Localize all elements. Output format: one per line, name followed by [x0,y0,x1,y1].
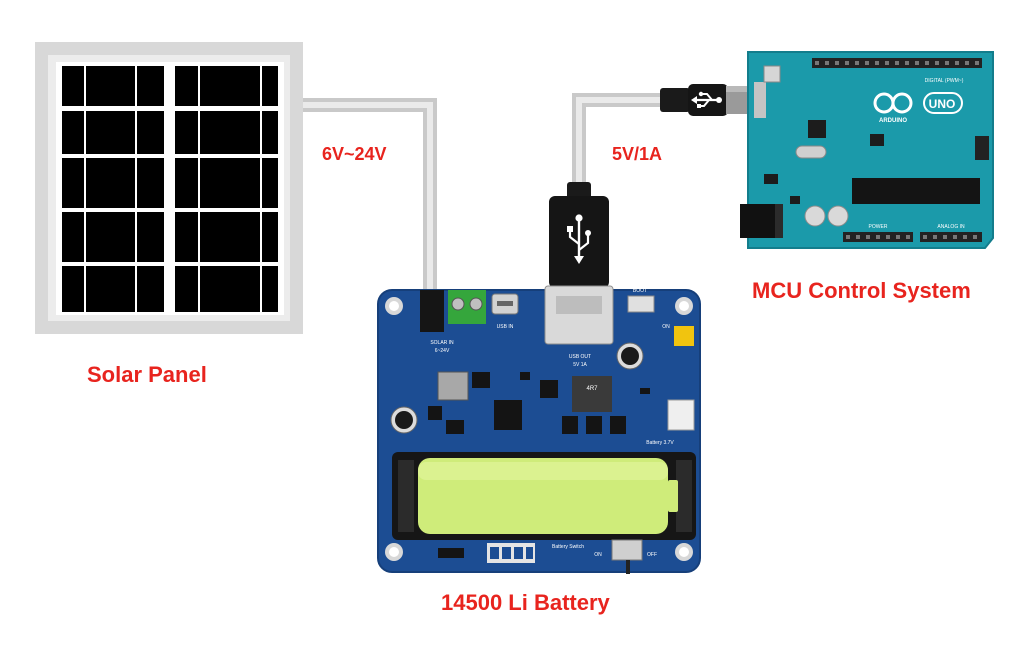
solar-cell [200,266,260,312]
solar-cell [86,66,135,106]
usb-cable [572,93,660,190]
header-pin [945,61,949,65]
header-pin [866,235,870,239]
solar-cell [175,111,198,154]
solar-cell [262,66,278,106]
silk-solar-range: 6~24V [435,348,450,354]
silk-usb-out-rating: 5V 1A [573,362,587,368]
arduino-digital-text: DIGITAL (PWM~) [925,78,964,84]
solar-cell [175,66,198,106]
header-pin [915,61,919,65]
silk-battery-switch: Battery Switch [552,544,584,550]
header-pin [825,61,829,65]
silk-switch-on: ON [594,552,602,558]
solar-cell [62,66,84,106]
solar-cell [262,266,278,312]
header-pin [876,235,880,239]
header-pin [815,61,819,65]
silk-usb-in: USB IN [497,324,514,330]
solar-cell [137,212,164,262]
solar-cell [175,212,198,262]
header-pin [925,61,929,65]
solar-panel [35,42,303,334]
mounting-hole-center [679,301,689,311]
header-pin [905,61,909,65]
arduino-brand-text: ARDUINO [879,118,907,124]
solar-cell [262,158,278,208]
mcu-label: MCU Control System [752,278,971,303]
silk-boot: BOOT [633,288,647,294]
arduino-analog-text: ANALOG IN [937,224,965,230]
solar-cell [62,266,84,312]
silk-on: ON [662,324,670,330]
solar-cell [200,66,260,106]
header-pin [973,235,977,239]
solar-cell [175,158,198,208]
silk-battery: Battery 3.7V [646,440,674,446]
silk-usb-out: USB OUT [569,354,591,360]
header-pin [846,235,850,239]
solar-cell [62,158,84,208]
header-pin [963,235,967,239]
arduino-logo [873,92,963,114]
solar-cell [62,212,84,262]
arduino-power-text: POWER [869,224,888,230]
header-pin [845,61,849,65]
solar-cell [86,158,135,208]
solar-cell [262,212,278,262]
silk-inductor: 4R7 [586,386,598,392]
header-pin [955,61,959,65]
solar-cell [86,212,135,262]
header-pin [935,61,939,65]
mounting-hole-center [679,547,689,557]
mounting-hole-center [389,301,399,311]
solar-cell [86,111,135,154]
silk-switch-off: OFF [647,552,657,558]
solar-cell [137,158,164,208]
solar-cell [262,111,278,154]
solar-cell [175,266,198,312]
arduino-uno-board [740,51,994,249]
usb-output-label: 5V/1A [612,144,663,164]
solar-cell [137,66,164,106]
header-pin [875,61,879,65]
header-pin [856,235,860,239]
header-pin [895,61,899,65]
usb-icon [691,91,722,108]
header-pin [886,235,890,239]
header-pin [885,61,889,65]
solar-cell [200,158,260,208]
header-pin [855,61,859,65]
solar-panel-label: Solar Panel [87,362,207,387]
header-pin [906,235,910,239]
battery-label: 14500 Li Battery [441,590,610,615]
header-pin [975,61,979,65]
header-pin [933,235,937,239]
solar-cell [137,111,164,154]
board-silkscreen: USB IN SOLAR IN 6~24V USB OUT 5V 1A BOOT… [430,288,674,558]
header-pin [965,61,969,65]
solar-cell-grid [62,66,278,312]
solar-voltage-label: 6V~24V [322,144,387,164]
solar-cell [62,111,84,154]
header-pin [943,235,947,239]
solar-cell [86,266,135,312]
solar-cell [137,266,164,312]
header-pin [923,235,927,239]
arduino-model-text: UNO [929,97,956,111]
header-pin [896,235,900,239]
solar-cable [300,98,437,300]
usb-icon [567,214,591,264]
header-pin [835,61,839,65]
silk-solar-in: SOLAR IN [430,340,454,346]
solar-cell [200,111,260,154]
header-pin [953,235,957,239]
mounting-hole-center [389,547,399,557]
solar-cell [200,212,260,262]
battery-board [377,285,701,574]
header-pin [865,61,869,65]
